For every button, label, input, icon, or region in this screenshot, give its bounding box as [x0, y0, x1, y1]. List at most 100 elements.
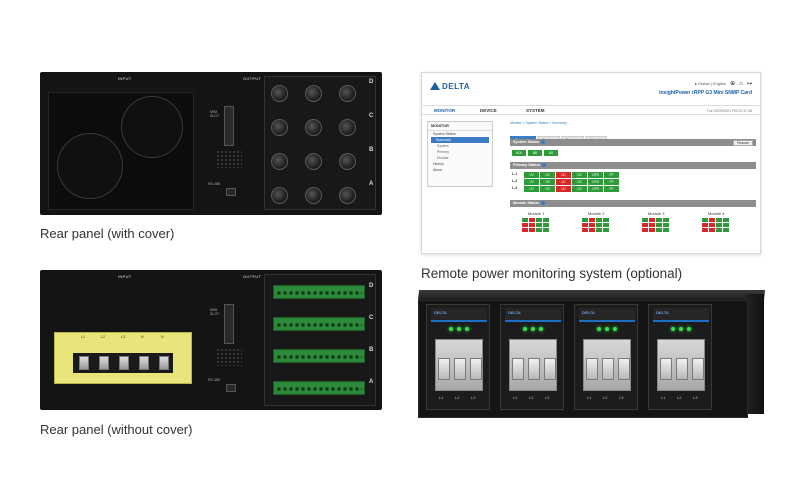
- globe-icon[interactable]: ●: [694, 81, 697, 86]
- row-label-c: C: [369, 315, 374, 321]
- sidebar-item-module[interactable]: Module: [437, 156, 449, 160]
- system-status-header: System Status: [510, 139, 756, 146]
- row-label-d: D: [369, 79, 374, 85]
- breaker-pole[interactable]: [618, 358, 630, 380]
- row-label-b: B: [369, 147, 374, 153]
- system-status-cell: AD: [544, 150, 558, 156]
- breaker-pole[interactable]: [528, 358, 540, 380]
- rescan-button[interactable]: Rescan: [733, 140, 753, 146]
- breaker-pole[interactable]: [512, 358, 524, 380]
- sidebar-item-primary[interactable]: Primary: [437, 150, 450, 154]
- status-led: [613, 327, 617, 331]
- logout-icon[interactable]: ↦: [746, 81, 752, 87]
- breaker-pole[interactable]: [438, 358, 450, 380]
- primary-row-label: L-3: [512, 186, 518, 190]
- language-icon[interactable]: ⊕: [730, 81, 736, 87]
- module-status-header: Module Status: [510, 200, 756, 207]
- sidebar: MONITOR System Status Summary System Pri…: [427, 121, 493, 187]
- caption-rear-with-cover: Rear panel (with cover): [40, 226, 175, 241]
- module-status-cell: [522, 228, 528, 232]
- module-logo: DELTA: [508, 310, 521, 315]
- circuit-breaker[interactable]: [435, 339, 483, 391]
- primary-status-cell: OV: [540, 186, 555, 192]
- comm-port-label: RS-485: [208, 378, 220, 382]
- sidebar-item-system[interactable]: System: [437, 144, 449, 148]
- mini-slot: [224, 106, 234, 146]
- info-icon[interactable]: [540, 201, 545, 205]
- top-links: ● Global | English ⊕ ⌂ ↦: [694, 81, 752, 87]
- home-icon[interactable]: ⌂: [739, 81, 743, 87]
- module-status-cell: [656, 223, 662, 227]
- row-label-c: C: [369, 113, 374, 119]
- output-socket: [271, 119, 288, 136]
- system-status-cell: BB: [528, 150, 542, 156]
- sidebar-item-system-status[interactable]: System Status: [433, 132, 456, 136]
- english-link[interactable]: English: [712, 81, 726, 86]
- module-status-cell: [663, 228, 669, 232]
- breaker-pole[interactable]: [676, 358, 688, 380]
- output-label: OUTPUT: [243, 274, 262, 279]
- breaker-label: L1: [439, 395, 444, 400]
- info-icon[interactable]: [541, 163, 546, 167]
- module-status-cell: [596, 218, 602, 222]
- connector-pins: [276, 354, 362, 360]
- chassis-side: [746, 294, 764, 414]
- breaker-pole[interactable]: [602, 358, 614, 380]
- module-status-cell: [536, 223, 542, 227]
- breaker-label: L2: [677, 395, 682, 400]
- module-logo: DELTA: [582, 310, 595, 315]
- status-led: [687, 327, 691, 331]
- primary-status-cell: OPS: [588, 179, 603, 185]
- info-icon[interactable]: [541, 140, 546, 144]
- terminal-screw: [99, 356, 109, 370]
- breaker-pole[interactable]: [470, 358, 482, 380]
- comm-port: [226, 188, 236, 196]
- module-status-cell: [723, 228, 729, 232]
- nav-device[interactable]: DEVICE: [480, 108, 497, 113]
- nav-monitor[interactable]: MONITOR: [434, 108, 456, 113]
- terminal-screw: [119, 356, 129, 370]
- module-status-cell: [589, 223, 595, 227]
- breaker-pole[interactable]: [692, 358, 704, 380]
- module-status-cell: [716, 228, 722, 232]
- module-name: Module 3: [648, 211, 665, 216]
- primary-status-cell: OC: [572, 186, 587, 192]
- section-title: System Status: [513, 140, 540, 144]
- status-led: [679, 327, 683, 331]
- breaker-label: L2: [455, 395, 460, 400]
- mini-slot-label: MINI SLOT: [210, 308, 220, 316]
- breaker-pole[interactable]: [454, 358, 466, 380]
- module-status-cell: [529, 223, 535, 227]
- output-socket: [339, 187, 356, 204]
- output-socket: [271, 153, 288, 170]
- module-status-cell: [582, 223, 588, 227]
- breaker-pole[interactable]: [586, 358, 598, 380]
- sidebar-item-history[interactable]: History: [433, 162, 444, 166]
- circuit-breaker[interactable]: [657, 339, 705, 391]
- circuit-breaker[interactable]: [509, 339, 557, 391]
- sidebar-item-about[interactable]: About: [433, 168, 443, 172]
- primary-status-cell: PF: [604, 179, 619, 185]
- input-label: INPUT: [118, 76, 132, 81]
- sidebar-item-summary[interactable]: Summary: [431, 137, 489, 143]
- module-name: Module 1: [528, 211, 545, 216]
- breaker-pole[interactable]: [544, 358, 556, 380]
- sidebar-header: MONITOR: [428, 122, 492, 131]
- rear-panel-without-cover: INPUT OUTPUT L1 L2 L3 N N MINI SLOT RS-4…: [40, 270, 382, 410]
- output-terminal-connector: [273, 381, 365, 395]
- module-status-cell: [529, 218, 535, 222]
- module-status-cell: [649, 218, 655, 222]
- caption-rear-without-cover: Rear panel (without cover): [40, 422, 193, 437]
- circuit-breaker[interactable]: [583, 339, 631, 391]
- breaker-label: L3: [619, 395, 624, 400]
- global-link[interactable]: Global: [697, 81, 710, 86]
- nav-system[interactable]: SYSTEM: [526, 108, 545, 113]
- module-status-cell: [663, 218, 669, 222]
- breaker-pole[interactable]: [660, 358, 672, 380]
- breaker-label: L3: [545, 395, 550, 400]
- module-status-cell: [642, 218, 648, 222]
- module-status-cell: [723, 223, 729, 227]
- status-led: [465, 327, 469, 331]
- cover-knockout-large: [57, 133, 123, 199]
